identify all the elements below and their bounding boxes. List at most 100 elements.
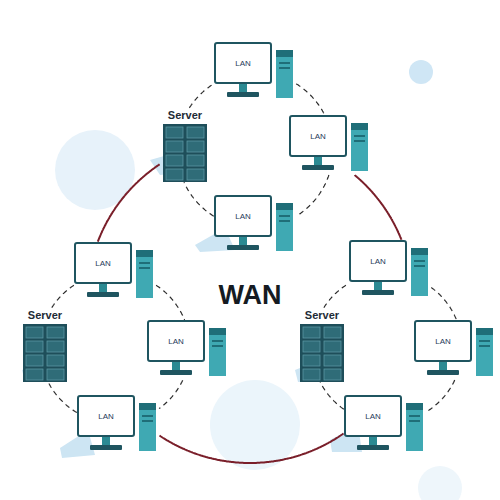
computer-icon: [77, 395, 159, 455]
lan-link: [159, 380, 183, 408]
pc-tower: [209, 328, 226, 376]
pc-tower-top: [476, 328, 493, 335]
computer-icon: [344, 395, 426, 455]
lan-link: [296, 84, 324, 115]
pc-tower-top: [209, 328, 226, 335]
server-bay: [187, 127, 204, 138]
computer-icon: [74, 242, 156, 302]
monitor-stand: [239, 84, 247, 92]
lan-link: [426, 380, 455, 412]
monitor-frame: [75, 243, 131, 283]
server-bay: [166, 141, 183, 152]
screen-label: LAN: [350, 241, 406, 281]
monitor-frame: [78, 396, 134, 436]
pc-tower-slot: [354, 135, 365, 137]
pc-tower: [476, 328, 493, 376]
computer-icon: [214, 195, 296, 255]
monitor-base: [227, 92, 259, 97]
pc-tower-top: [276, 203, 293, 210]
server-bay: [324, 355, 341, 366]
computer-icon: [414, 320, 496, 380]
pc-tower-slot: [279, 220, 290, 222]
computer-icon: [214, 42, 296, 102]
server-bay: [166, 127, 183, 138]
server-node: Server: [20, 308, 70, 382]
monitor-stand: [369, 437, 377, 445]
server-bay: [324, 341, 341, 352]
pc-tower-slot: [142, 415, 153, 417]
computer-icon: [349, 240, 431, 300]
pc-tower-top: [351, 123, 368, 130]
pc-tower-slot: [139, 267, 150, 269]
decor-bubble: [418, 466, 462, 500]
pc-tower-slot: [142, 420, 153, 422]
pc-tower-top: [406, 403, 423, 410]
server-bay: [324, 369, 341, 380]
pc-tower: [411, 248, 428, 296]
monitor-stand: [239, 237, 247, 245]
server-icon: [20, 324, 70, 382]
screen-label: LAN: [345, 396, 401, 436]
server-bay: [47, 369, 64, 380]
monitor-base: [302, 165, 334, 170]
pc-tower-slot: [409, 415, 420, 417]
lan-computer: LAN: [214, 42, 296, 102]
server-bay: [303, 369, 320, 380]
monitor-stand: [314, 157, 322, 165]
decor-bubble: [210, 380, 300, 470]
decor-bubble: [409, 60, 433, 84]
server-icon: [160, 124, 210, 182]
monitor-base: [160, 370, 192, 375]
monitor-frame: [148, 321, 204, 361]
wan-link: [355, 175, 402, 240]
monitor-base: [362, 290, 394, 295]
monitor-stand: [102, 437, 110, 445]
pc-tower: [139, 403, 156, 451]
server-bay: [303, 327, 320, 338]
server-bay: [187, 141, 204, 152]
monitor-base: [90, 445, 122, 450]
pc-tower-slot: [279, 67, 290, 69]
screen-label: LAN: [415, 321, 471, 361]
pc-tower-slot: [414, 265, 425, 267]
server-bay: [324, 327, 341, 338]
server-bay: [47, 341, 64, 352]
pc-tower-slot: [139, 262, 150, 264]
server-bay: [303, 355, 320, 366]
screen-label: LAN: [78, 396, 134, 436]
server-icon: [297, 324, 347, 382]
monitor-stand: [172, 362, 180, 370]
monitor-base: [87, 292, 119, 297]
pc-tower-slot: [414, 260, 425, 262]
lan-computer: LAN: [74, 242, 156, 302]
lan-link: [296, 175, 329, 216]
lan-link: [184, 182, 214, 216]
pc-tower-slot: [354, 140, 365, 142]
server-bay: [26, 327, 43, 338]
pc-tower-slot: [212, 340, 223, 342]
monitor-frame: [215, 196, 271, 236]
lan-link: [324, 284, 349, 308]
pc-tower: [136, 250, 153, 298]
lan-computer: LAN: [289, 115, 371, 175]
pc-tower: [406, 403, 423, 451]
monitor-base: [227, 245, 259, 250]
server-node: Server: [297, 308, 347, 382]
server-bay: [26, 355, 43, 366]
monitor-frame: [290, 116, 346, 156]
network-label: WAN: [219, 280, 282, 311]
wan-link: [160, 434, 344, 464]
lan-link: [320, 382, 344, 409]
screen-label: LAN: [215, 196, 271, 236]
server-bay: [187, 155, 204, 166]
monitor-frame: [345, 396, 401, 436]
pc-tower-slot: [479, 345, 490, 347]
server-bay: [47, 355, 64, 366]
server-bay: [47, 327, 64, 338]
server-label: Server: [10, 308, 80, 323]
monitor-frame: [415, 321, 471, 361]
pc-tower-slot: [279, 62, 290, 64]
server-body: [23, 324, 67, 382]
screen-label: LAN: [215, 43, 271, 83]
